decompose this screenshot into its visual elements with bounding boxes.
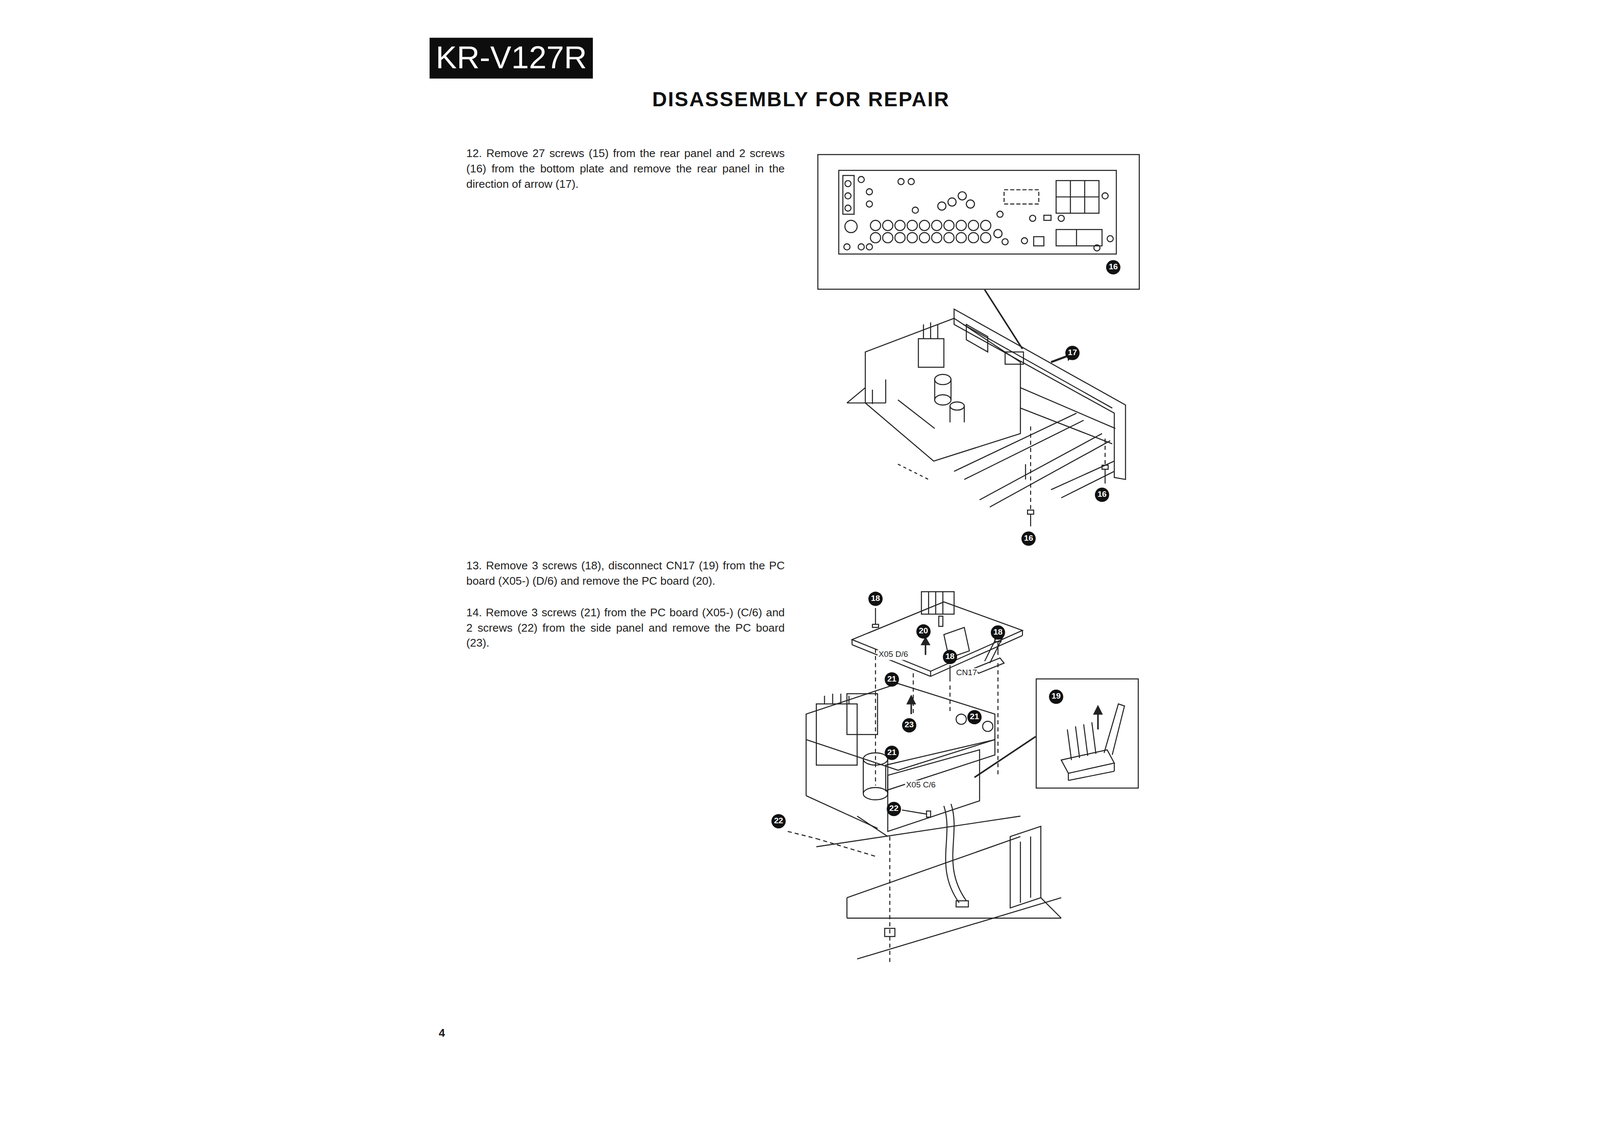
callout-number: 23 [902,718,917,733]
chassis-rear-drawing [846,309,1126,527]
callout-number: 16 [1106,260,1121,275]
part-label: X05 D/6 [877,650,910,661]
part-label: X05 C/6 [905,780,937,792]
page-title: DISASSEMBLY FOR REPAIR [652,87,950,112]
callout-number: 17 [1065,345,1080,360]
pc-board-drawing [787,591,1062,964]
callout-number: 18 [990,625,1005,640]
callout-number: 22 [771,814,786,829]
instruction-step: 14. Remove 3 screws (21) from the PC boa… [466,604,785,652]
callout-number: 18 [943,650,958,665]
callout-number: 21 [967,710,982,725]
connector-inset-drawing [1061,703,1125,781]
page-number: 4 [438,1026,446,1040]
callout-number: 21 [884,672,899,687]
model-badge: KR-V127R [429,37,593,79]
callout-number: 18 [868,591,883,606]
callout-number: 20 [916,624,931,639]
model-name: KR-V127R [435,39,587,76]
callout-number: 16 [1094,487,1110,503]
connector-inset-box: 19 [1035,678,1139,789]
callout-number: 19 [1048,689,1063,704]
rear-panel-detail-box: 16 [817,154,1140,290]
callout-number: 22 [886,802,901,817]
rear-panel-detail [838,170,1117,255]
leader-line [974,736,1036,778]
instruction-step: 13. Remove 3 screws (18), disconnect CN1… [466,557,785,589]
callout-number: 21 [884,745,899,760]
instruction-step: 12. Remove 27 screws (15) from the rear … [466,145,785,193]
callout-number: 16 [1021,531,1036,546]
part-label: CN17 [954,668,979,679]
